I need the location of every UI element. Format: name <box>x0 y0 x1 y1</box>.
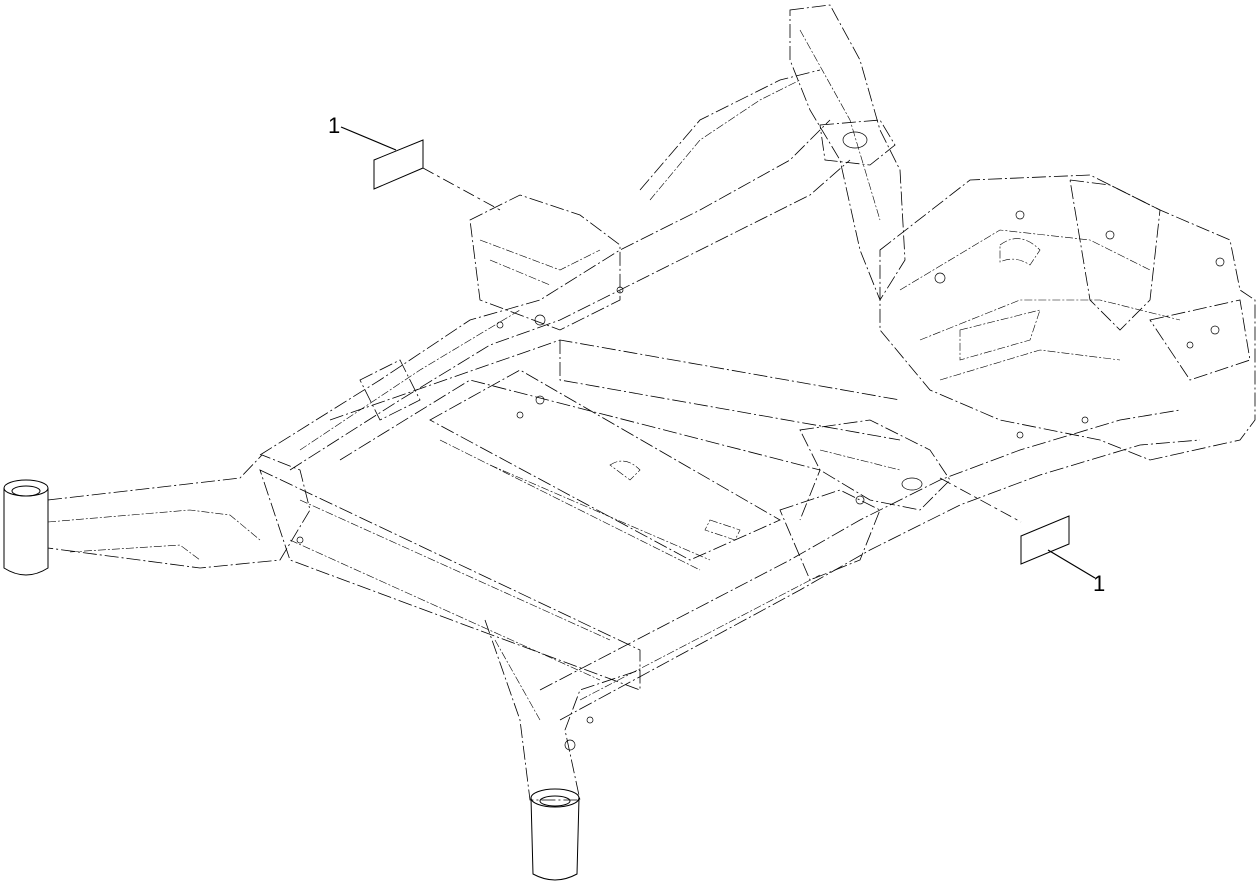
left-caster-tube <box>3 479 49 576</box>
callout-label-upper: 1 <box>328 113 340 138</box>
right-caster-tube <box>530 788 580 881</box>
decal-lower <box>939 477 1096 579</box>
decal-upper <box>340 126 501 211</box>
mounting-holes <box>296 210 1225 751</box>
callout-label-lower: 1 <box>1093 571 1105 596</box>
chassis-frame <box>3 4 1256 881</box>
